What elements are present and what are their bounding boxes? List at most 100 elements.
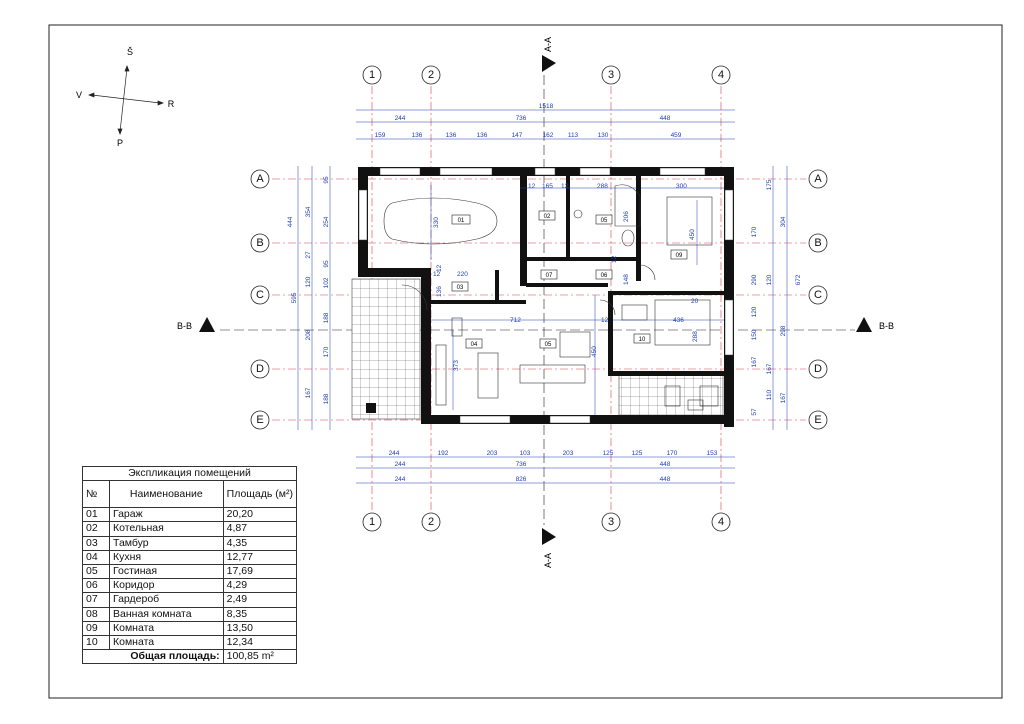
- svg-text:244: 244: [389, 450, 400, 457]
- compass-west: V: [76, 90, 82, 100]
- room-tag-boxes: [451, 210, 688, 349]
- svg-text:298: 298: [780, 325, 787, 336]
- svg-text:2: 2: [428, 516, 434, 528]
- svg-text:4: 4: [718, 69, 724, 81]
- svg-text:147: 147: [512, 132, 523, 139]
- svg-text:12: 12: [561, 183, 569, 190]
- svg-text:1518: 1518: [539, 103, 554, 110]
- svg-text:826: 826: [516, 476, 527, 483]
- svg-text:167: 167: [766, 363, 773, 374]
- svg-text:05: 05: [601, 218, 608, 224]
- svg-text:113: 113: [568, 132, 579, 139]
- section-label-right: B-B: [879, 321, 894, 331]
- svg-text:12: 12: [436, 264, 443, 272]
- svg-text:120: 120: [766, 274, 773, 285]
- section-marker-bottom: [542, 528, 556, 545]
- svg-text:254: 254: [323, 216, 330, 227]
- total-row: Общая площадь: 100,85 m²: [82, 649, 298, 665]
- section-lines: [220, 75, 855, 525]
- terrace-bottom-right: [618, 374, 724, 421]
- svg-text:304: 304: [780, 216, 787, 227]
- svg-text:09: 09: [676, 253, 683, 259]
- dimension-labels-left: 595 444 354 27 120 102 188 170 167 188 9…: [287, 176, 330, 404]
- svg-text:E: E: [256, 414, 263, 426]
- svg-text:12: 12: [433, 271, 441, 278]
- svg-text:20: 20: [691, 298, 699, 305]
- svg-text:05: 05: [545, 342, 552, 348]
- svg-text:12: 12: [611, 255, 618, 263]
- svg-text:3: 3: [608, 69, 614, 81]
- table-caption: Экспликация помещений: [82, 465, 297, 482]
- svg-text:125: 125: [632, 450, 643, 457]
- windows: [358, 167, 734, 424]
- svg-text:188: 188: [323, 312, 330, 323]
- svg-text:27: 27: [305, 251, 312, 259]
- svg-text:244: 244: [395, 461, 406, 468]
- svg-text:448: 448: [660, 461, 671, 468]
- svg-text:136: 136: [412, 132, 423, 139]
- svg-text:244: 244: [395, 115, 406, 122]
- svg-text:354: 354: [305, 206, 312, 217]
- svg-text:B: B: [814, 237, 821, 249]
- svg-text:103: 103: [520, 450, 531, 457]
- header-no: №: [82, 480, 110, 509]
- svg-text:736: 736: [516, 115, 527, 122]
- svg-text:125: 125: [603, 450, 614, 457]
- svg-text:D: D: [814, 363, 822, 375]
- svg-text:167: 167: [751, 356, 758, 367]
- svg-text:373: 373: [453, 360, 460, 371]
- svg-text:57: 57: [751, 408, 758, 416]
- svg-text:148: 148: [623, 274, 630, 285]
- svg-text:136: 136: [436, 286, 443, 297]
- section-label-bottom: A-A: [543, 553, 553, 568]
- svg-text:288: 288: [692, 331, 699, 342]
- svg-text:E: E: [814, 414, 821, 426]
- svg-text:672: 672: [795, 274, 802, 285]
- svg-text:159: 159: [375, 132, 386, 139]
- dimension-labels-top: 1518 244 736 448 159 136 136 136 147 162…: [375, 103, 682, 139]
- dimension-labels-right: 672 175 304 120 298 167 110 170 290 120 …: [751, 179, 802, 415]
- svg-text:102: 102: [323, 277, 330, 288]
- svg-text:2: 2: [428, 69, 434, 81]
- svg-text:03: 03: [457, 285, 464, 291]
- svg-text:3: 3: [608, 516, 614, 528]
- svg-text:01: 01: [458, 218, 465, 224]
- sheet-frame: [48, 24, 1003, 699]
- header-area: Площадь (м²): [222, 480, 298, 509]
- total-label: Общая площадь:: [82, 649, 224, 665]
- svg-text:448: 448: [660, 115, 671, 122]
- svg-text:12: 12: [528, 183, 536, 190]
- svg-text:170: 170: [751, 226, 758, 237]
- svg-text:07: 07: [546, 273, 553, 279]
- svg-text:175: 175: [766, 179, 773, 190]
- dimension-labels-bottom: 244 192 203 103 203 125 125 170 153 244 …: [389, 450, 718, 483]
- axis-bubble-labels: 1 2 3 4 1 2 3 4 A B C D E A B C D E: [256, 69, 822, 528]
- svg-text:110: 110: [766, 389, 773, 400]
- svg-text:244: 244: [395, 476, 406, 483]
- svg-text:436: 436: [673, 317, 684, 324]
- inner-dimensions: [430, 185, 724, 415]
- svg-text:330: 330: [433, 217, 440, 228]
- svg-text:10: 10: [639, 337, 646, 343]
- terrace-left: [351, 278, 421, 420]
- svg-text:208: 208: [305, 329, 312, 340]
- svg-text:300: 300: [676, 183, 687, 190]
- svg-text:192: 192: [438, 450, 449, 457]
- inner-dimension-labels: 330 12 165 12 288 300 206 450 12 148 12 …: [433, 183, 699, 371]
- total-value: 100,85 m²: [222, 649, 298, 665]
- svg-text:130: 130: [598, 132, 609, 139]
- svg-text:153: 153: [707, 450, 718, 457]
- svg-text:02: 02: [544, 214, 551, 220]
- room-tags: 01 02 03 04 05 06 07 05 09 10: [457, 214, 683, 348]
- svg-text:1: 1: [369, 69, 375, 81]
- section-marker-top: [542, 55, 556, 72]
- svg-text:288: 288: [597, 183, 608, 190]
- svg-text:95: 95: [323, 260, 330, 268]
- section-label-top: A-A: [543, 37, 553, 52]
- svg-text:C: C: [814, 289, 822, 301]
